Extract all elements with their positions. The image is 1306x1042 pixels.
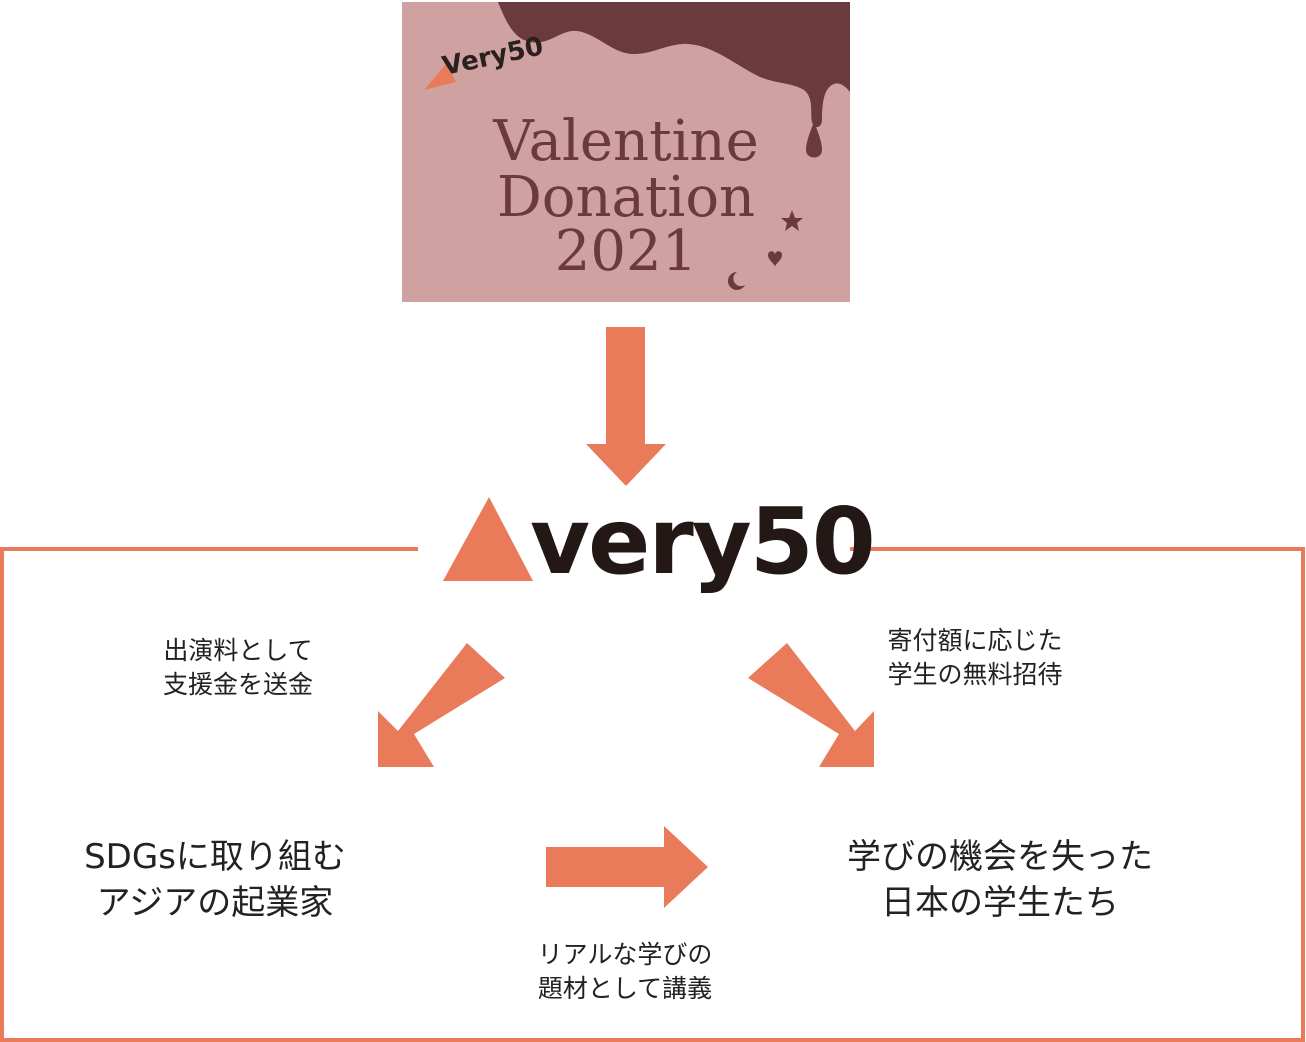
down-left-arrow-icon [378,643,505,767]
down-arrow-icon [586,327,666,486]
right-arrow-label-line1: 寄付額に応じた [887,626,1063,655]
entrepreneurs-line1: SDGsに取り組む [84,837,346,877]
down-right-arrow-icon [748,643,874,767]
left-arrow-label-line2: 支援金を送金 [162,670,313,699]
logo-triangle-icon [443,497,533,581]
main-logo-text: very50 [530,488,876,595]
bottom-arrow-label: リアルな学びの 題材として講義 [505,938,745,1006]
students-line2: 日本の学生たち [881,883,1119,923]
banner-title-line1: Valentine [493,109,759,174]
students-node: 学びの機会を失った 日本の学生たち [820,834,1180,926]
banner-title-line2: Donation [496,165,756,230]
bottom-label-line2: 題材として講義 [537,974,713,1003]
frame-border [0,547,1305,1042]
chocolate-drip-graphic [498,2,850,290]
students-line1: 学びの機会を失った [847,837,1153,877]
right-arrow-icon [546,826,708,908]
bottom-label-line1: リアルな学びの [537,940,713,969]
entrepreneurs-line2: アジアの起業家 [96,883,334,923]
heart-icon [768,251,782,267]
small-logo-triangle-icon [424,64,456,90]
left-arrow-label-line1: 出演料として [163,636,313,665]
banner-title-line3: 2021 [554,219,698,284]
right-arrow-label: 寄付額に応じた 学生の無料招待 [860,624,1090,692]
moon-icon [727,271,745,290]
left-arrow-label: 出演料として 支援金を送金 [138,634,338,702]
valentine-donation-banner: Very50 Valentine Donation 2021 [402,2,850,302]
right-arrow-label-line2: 学生の無料招待 [887,660,1063,689]
star-icon [781,210,803,231]
entrepreneurs-node: SDGsに取り組む アジアの起業家 [50,834,380,926]
